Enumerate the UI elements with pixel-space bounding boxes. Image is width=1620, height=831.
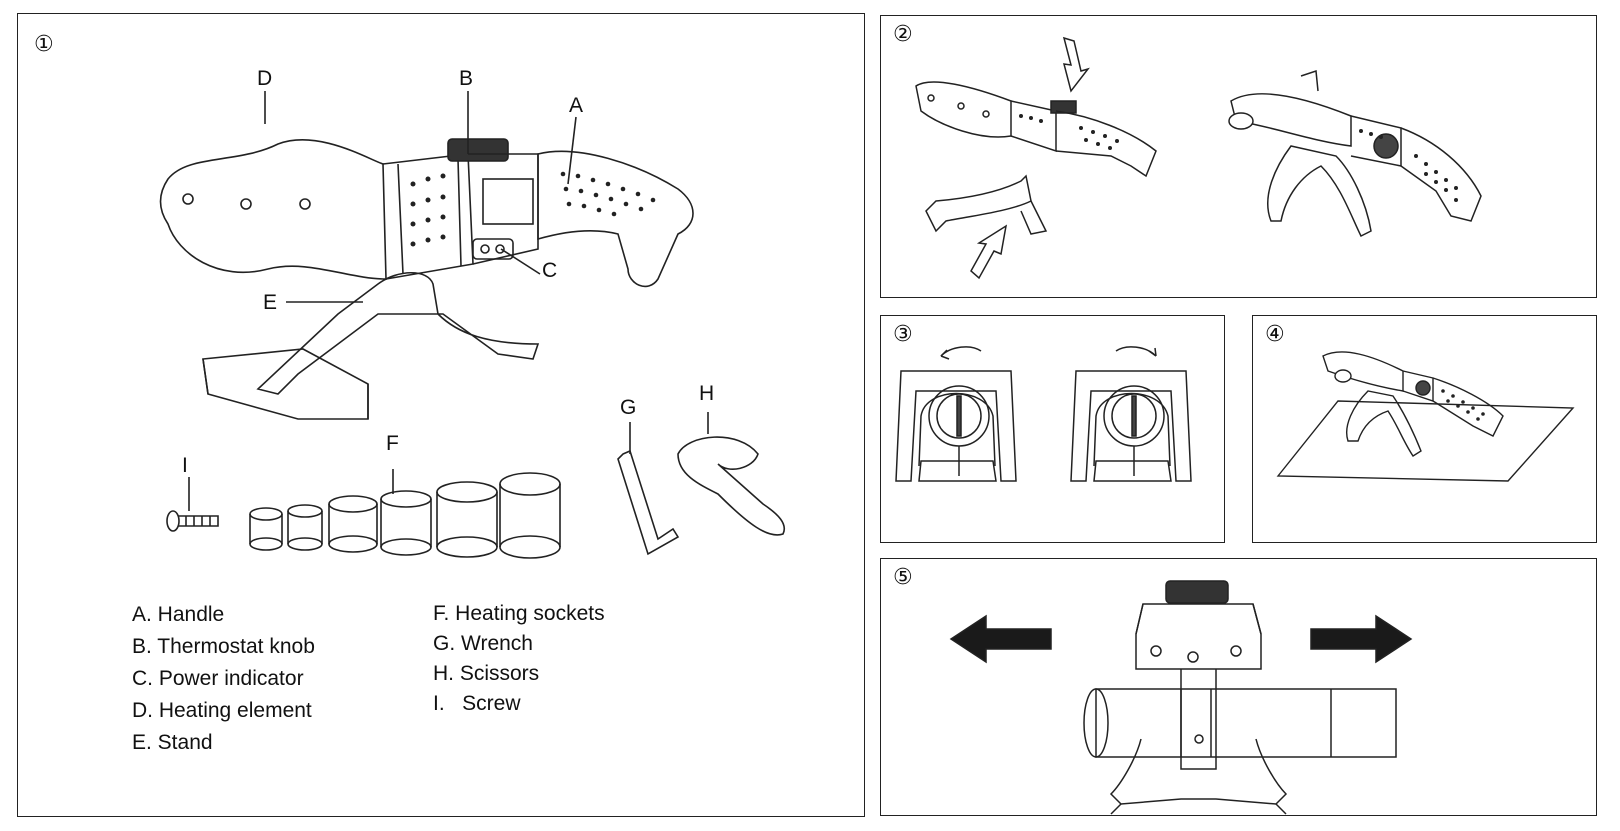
legend-item-screw: I. Screw: [433, 692, 521, 715]
callout-C: C: [542, 259, 558, 282]
panel-5-number: ⑤: [893, 565, 913, 590]
welder-diagram: [159, 91, 785, 559]
callout-A: A: [569, 94, 584, 117]
panel-1-components: ①: [17, 13, 865, 817]
legend-item-thermostat-knob: B. Thermostat knob: [132, 635, 315, 658]
front-view-illustration: [949, 580, 1413, 815]
heating-sockets: [249, 472, 561, 559]
legend-item-power-indicator: C. Power indicator: [132, 667, 304, 690]
callout-B: B: [459, 67, 474, 90]
legend-item-heating-element: D. Heating element: [132, 699, 312, 722]
legend-item-scissors: H. Scissors: [433, 662, 540, 685]
panel-1-number: ①: [34, 32, 54, 57]
panel-4-number: ④: [1265, 322, 1285, 347]
panel-5-front-view: ⑤: [880, 558, 1597, 816]
callout-H: H: [699, 382, 715, 405]
legend-item-handle: A. Handle: [132, 603, 225, 626]
panel-3-number: ③: [893, 322, 913, 347]
callout-I: I: [182, 454, 188, 477]
panel-2-stand-assembly: ②: [880, 15, 1597, 298]
heating-element-plate: [159, 139, 387, 280]
callout-E: E: [263, 291, 278, 314]
placement-illustration: [1276, 351, 1575, 482]
thermostat-adjust-illustration: [895, 346, 1192, 482]
legend-item-heating-sockets: F. Heating sockets: [433, 602, 605, 625]
legend-left: A. Handle B. Thermostat knob C. Power in…: [132, 599, 315, 759]
panel-3-thermostat-adjust: ③: [880, 315, 1225, 543]
panel-2-number: ②: [893, 22, 913, 47]
legend-right: F. Heating sockets G. Wrench H. Scissors…: [433, 599, 605, 719]
legend-item-stand: E. Stand: [132, 731, 213, 754]
callout-D: D: [257, 67, 273, 90]
callout-G: G: [620, 396, 637, 419]
panel-4-placement: ④: [1252, 315, 1597, 543]
legend-item-wrench: G. Wrench: [433, 632, 533, 655]
stand-assembly-illustration: [915, 36, 1482, 280]
callout-F: F: [386, 432, 399, 455]
